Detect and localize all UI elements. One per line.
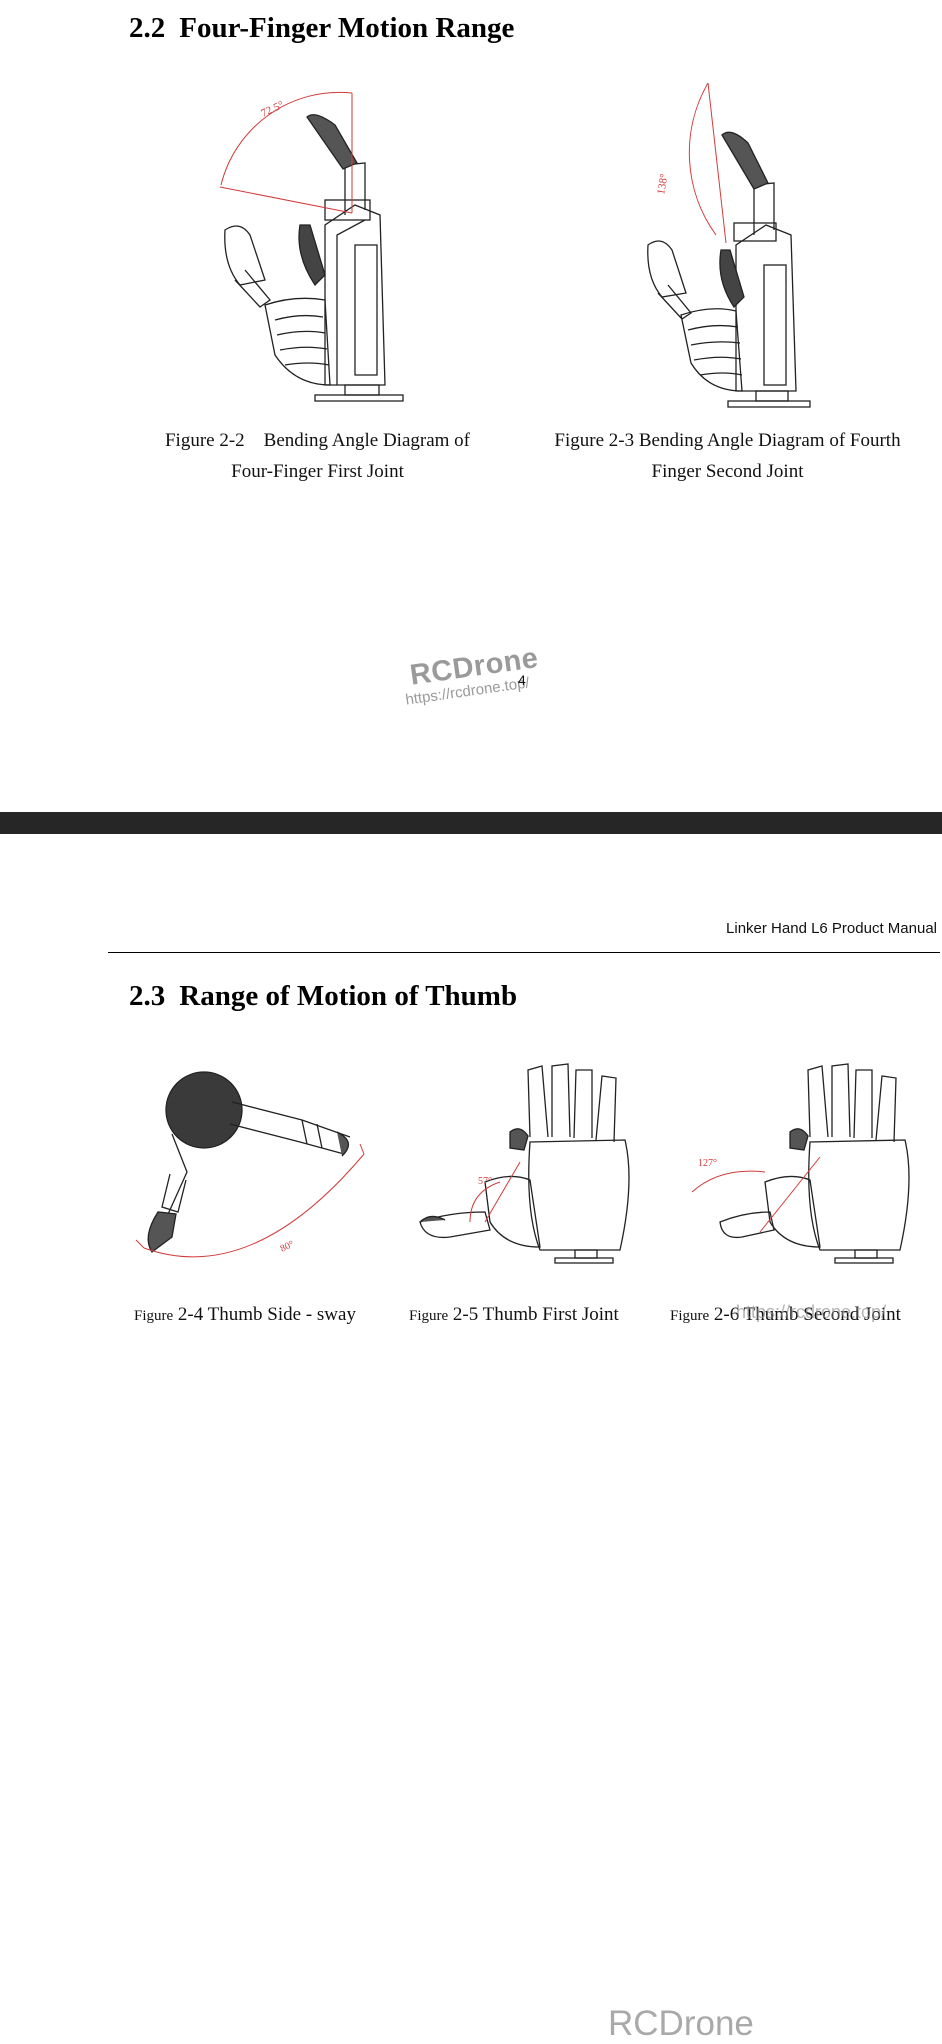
caption-prefix: Figure — [134, 1308, 174, 1324]
watermark-url: https://rcdrone.top/ — [736, 1302, 887, 1322]
caption-prefix: Figure — [409, 1308, 449, 1324]
watermark-brand: RCDrone — [608, 2004, 754, 2043]
section-title: Four-Finger Motion Range — [179, 12, 515, 44]
angle-label: 80° — [279, 1239, 296, 1255]
manual-page-4: 2.2 Four-Finger Motion Range — [0, 0, 942, 812]
figure-2-6-caption: Figure 2-6 Thumb Second Joint — [670, 1304, 901, 1326]
section-number: 2.2 — [129, 12, 166, 44]
caption-line: Figure 2-2 Bending Angle Diagram of — [150, 425, 485, 456]
section-title: Range of Motion of Thumb — [179, 980, 518, 1012]
caption-line: Figure 2-3 Bending Angle Diagram of Four… — [554, 430, 901, 451]
caption-text: 2-5 Thumb First Joint — [452, 1304, 619, 1325]
header-rule — [108, 952, 940, 953]
angle-label: 127° — [698, 1158, 717, 1169]
thumb-first-joint-drawing: 57° — [419, 1063, 630, 1264]
caption-line: Four-Finger First Joint — [231, 461, 404, 482]
figure-2-4-drawing: 80° — [132, 1062, 372, 1277]
figure-2-3-drawing: 138° — [636, 75, 826, 410]
figure-2-2-caption: Figure 2-2 Bending Angle Diagram of Four… — [150, 425, 485, 487]
angle-label: 57° — [478, 1176, 492, 1187]
figure-2-5-drawing: 57° — [410, 1062, 640, 1277]
thumb-sway-drawing: 80° — [135, 1071, 365, 1258]
figure-2-4-caption: Figure 2-4 Thumb Side - sway — [134, 1304, 356, 1326]
figure-2-6-drawing: 127° — [690, 1062, 920, 1277]
figure-2-5-caption: Figure 2-5 Thumb First Joint — [409, 1304, 619, 1326]
section-heading-2-3: 2.3 Range of Motion of Thumb — [129, 980, 517, 1013]
caption-prefix: Figure — [670, 1308, 710, 1324]
caption-text: Bending Angle Diagram of — [263, 430, 470, 451]
figure-2-3-caption: Figure 2-3 Bending Angle Diagram of Four… — [540, 425, 915, 487]
manual-page-5: Linker Hand L6 Product Manual 2.3 Range o… — [0, 834, 942, 2043]
caption-line: Finger Second Joint — [651, 461, 804, 482]
thumb-second-joint-drawing: 127° — [691, 1063, 910, 1264]
page-number: 4 — [518, 672, 526, 688]
caption-text: 2-4 Thumb Side - sway — [177, 1304, 356, 1325]
fourth-finger-hand-drawing: 138° — [647, 82, 811, 408]
four-finger-hand-drawing: 72.5° — [219, 91, 404, 402]
section-number: 2.3 — [129, 980, 166, 1012]
running-header: Linker Hand L6 Product Manual — [726, 920, 937, 937]
angle-label: 72.5° — [259, 99, 286, 120]
page-separator — [0, 812, 942, 834]
caption-text: 2-6 Thumb Second Joint — [713, 1304, 901, 1325]
caption-prefix: Figure 2-2 — [164, 430, 245, 451]
section-heading-2-2: 2.2 Four-Finger Motion Range — [129, 12, 514, 45]
angle-label: 138° — [655, 173, 670, 196]
figure-2-2-drawing: 72.5° — [205, 85, 415, 410]
